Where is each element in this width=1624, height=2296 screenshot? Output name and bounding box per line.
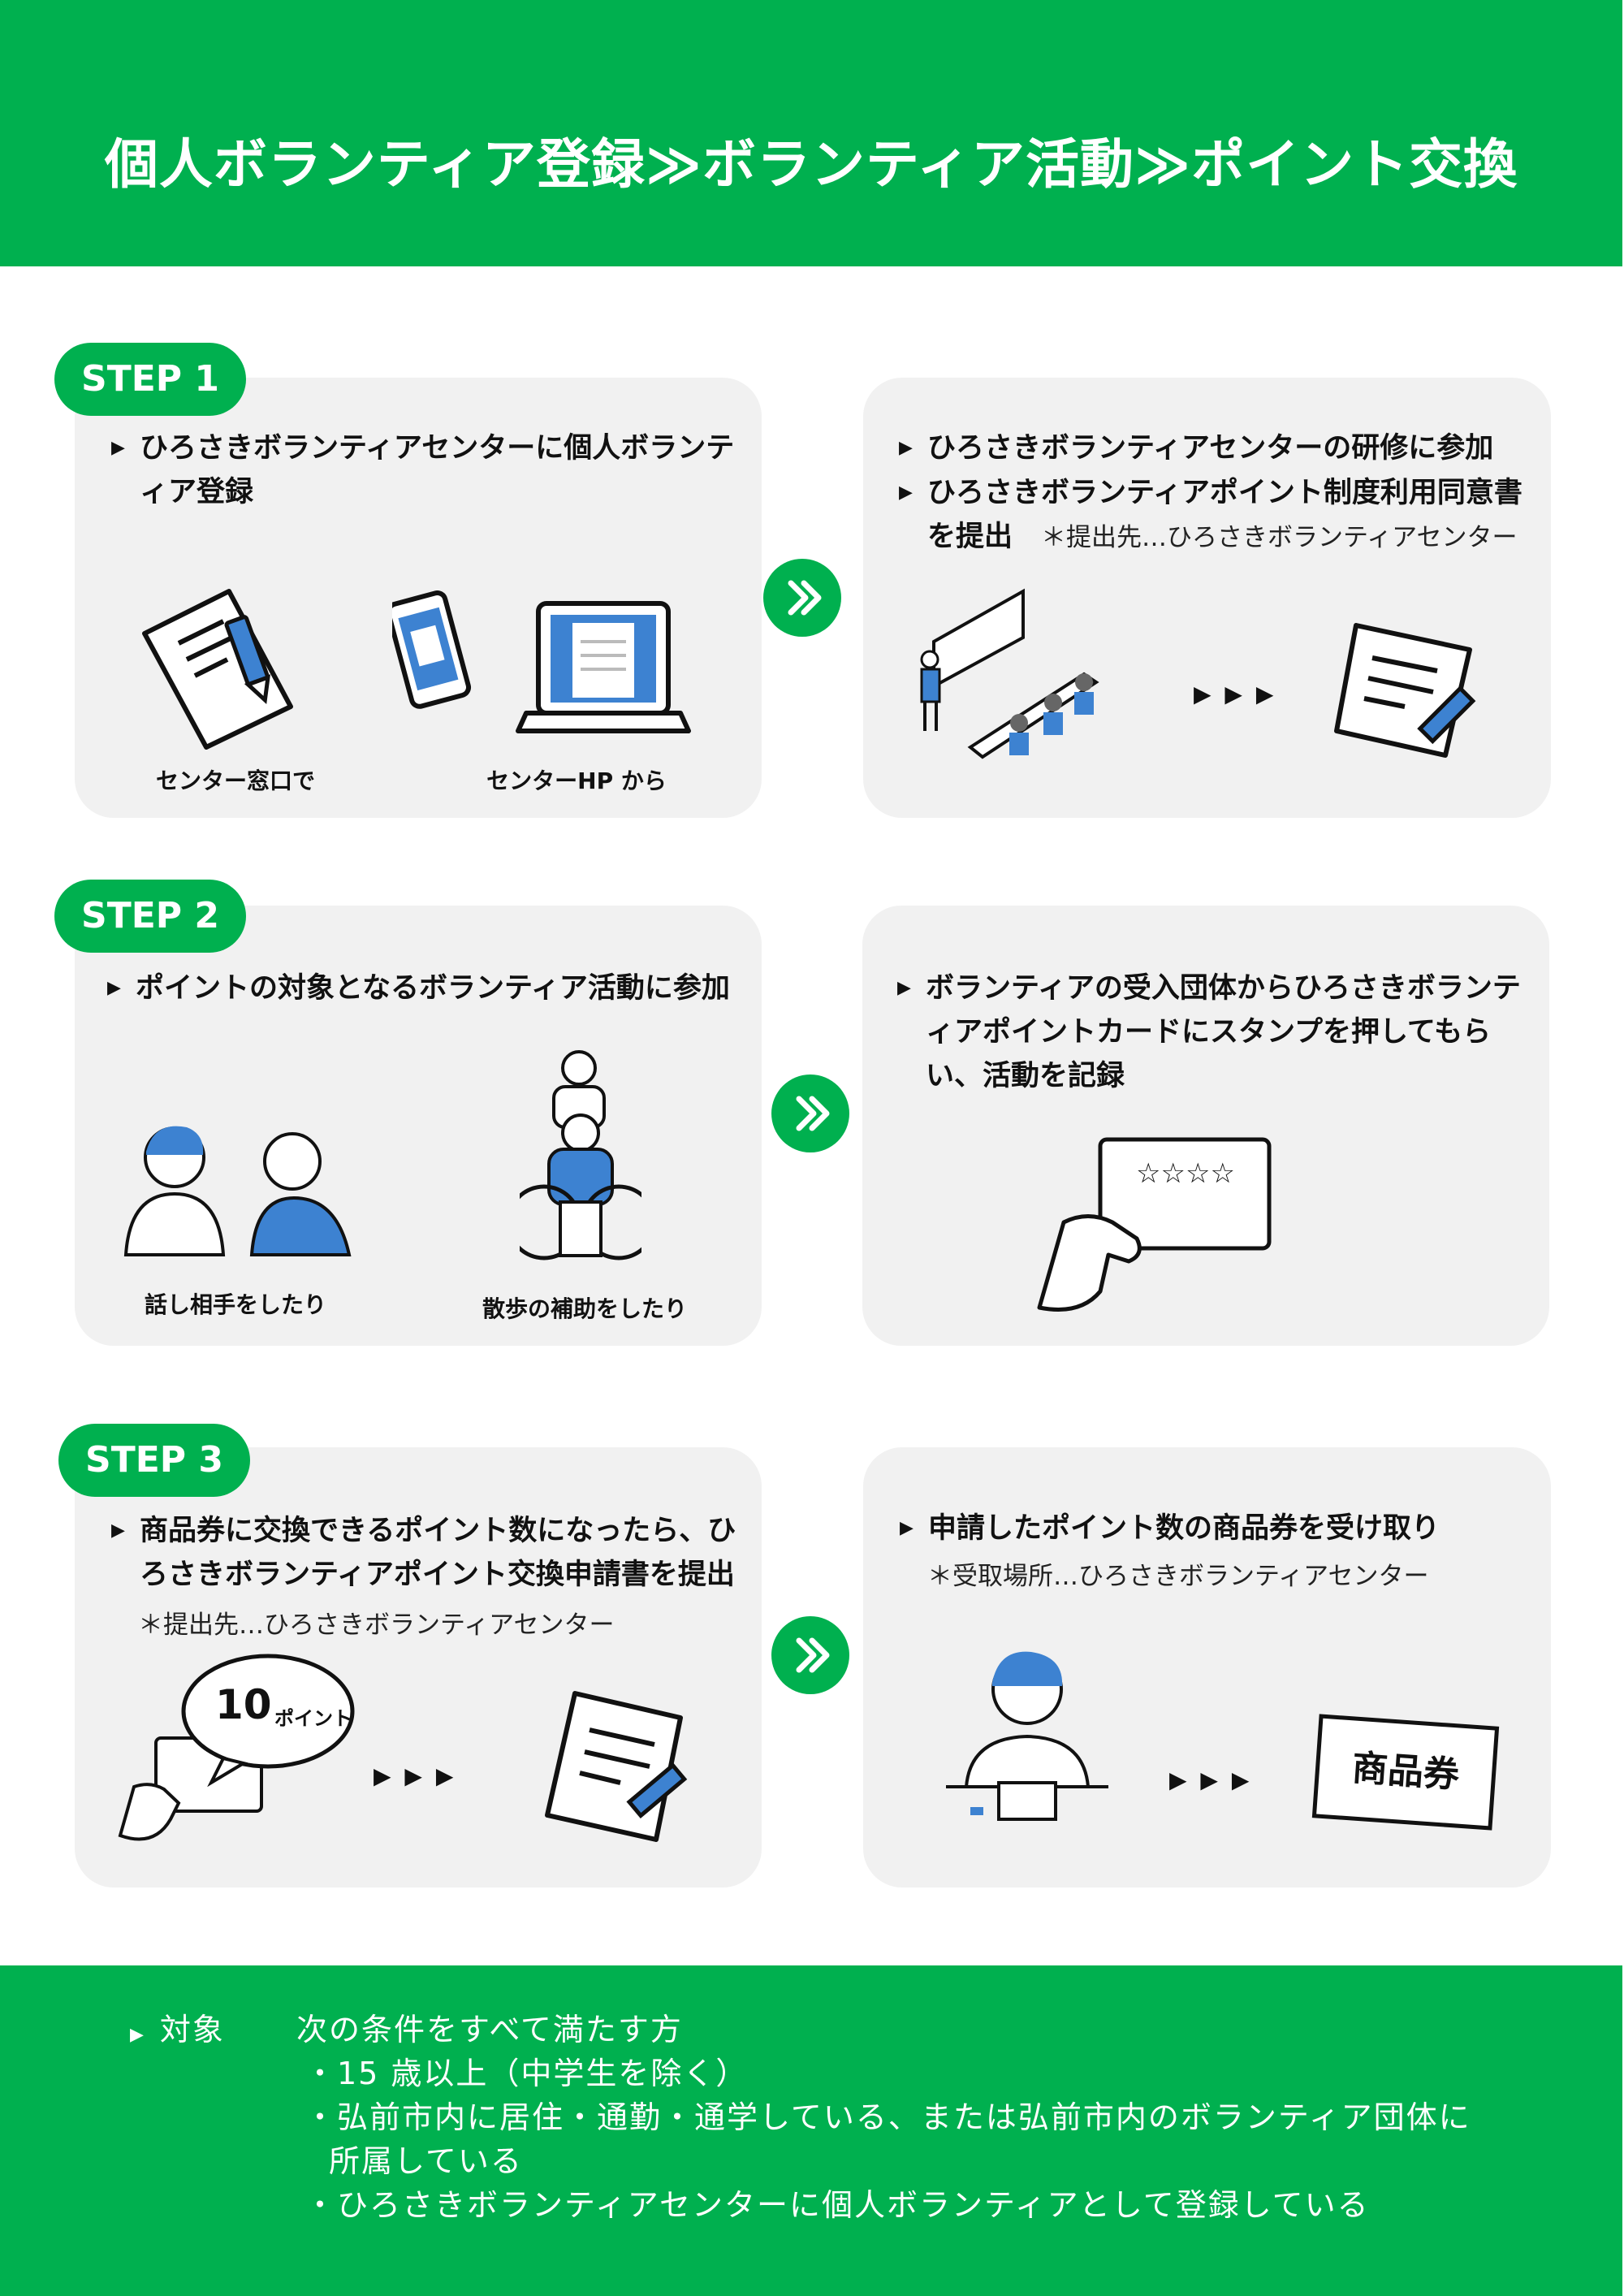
phone-laptop-icon: [392, 590, 691, 733]
document-pen-icon: [1334, 623, 1476, 758]
triangle-bullet-icon: ▶: [130, 2025, 145, 2045]
training-seminar-illustration: [920, 588, 1099, 759]
triangle-bullet-icon: ▶: [897, 978, 911, 998]
step3-left-bullet: ▶ 商品券に交換できるポイント数になったら、ひろさきボランティアポイント交換申請…: [111, 1509, 745, 1597]
triangle-bullet-icon: ▶: [900, 1518, 914, 1538]
stamp-stars: ☆☆☆☆: [1136, 1157, 1235, 1190]
points-bubble-card-illustration: [118, 1654, 355, 1841]
bubble-points-number: 10: [215, 1681, 272, 1728]
step2-right-bullet: ▶ ボランティアの受入団体からひろさきボランティアポイントカードにスタンプを押し…: [897, 966, 1531, 1098]
flow-marker: ▶ ▶ ▶: [1194, 681, 1277, 707]
condition-residence-cont: 所属している: [329, 2143, 523, 2179]
step3-receive-note: ＊受取場所…ひろさきボランティアセンター: [927, 1562, 1429, 1591]
triangle-bullet-icon: ▶: [111, 438, 125, 458]
condition-age: ・15 歳以上（中学生を除く）: [304, 2056, 749, 2091]
step1-badge: STEP 1: [54, 343, 246, 416]
next-step-arrow-icon: [771, 1616, 849, 1694]
step1-caption-hp: センターHP から: [486, 767, 667, 794]
condition-registered: ・ひろさきボランティアセンターに個人ボランティアとして登録している: [304, 2187, 1370, 2223]
next-step-arrow-icon: [771, 1074, 849, 1152]
step1-caption-window: センター窓口で: [155, 767, 315, 794]
document-pen-icon: [545, 1691, 688, 1842]
step2-left-panel: [75, 906, 762, 1346]
step2-caption-talk: 話し相手をしたり: [144, 1291, 326, 1318]
step1-right-bullet-2: ▶ ひろさきボランティアポイント制度利用同意書を提出 ＊提出先…ひろさきボランテ…: [899, 471, 1532, 560]
condition-residence: ・弘前市内に居住・通勤・通学している、または弘前市内のボランティア団体に: [304, 2099, 1471, 2135]
footer-label: ▶対象: [130, 2012, 225, 2047]
triangle-bullet-icon: ▶: [111, 1520, 125, 1541]
step3-right-bullet: ▶ 申請したポイント数の商品券を受け取り: [900, 1507, 1533, 1550]
next-step-arrow-icon: [763, 559, 841, 637]
step2-badge: STEP 2: [54, 880, 246, 953]
flow-marker: ▶ ▶ ▶: [374, 1762, 457, 1789]
point-card-hand-illustration: [1037, 1137, 1272, 1312]
step1-right-bullet-1: ▶ ひろさきボランティアセンターの研修に参加: [899, 426, 1532, 470]
header-banner: 個人ボランティア登録≫ボランティア活動≫ポイント交換: [0, 0, 1622, 266]
step2-left-bullet: ▶ ポイントの対象となるボランティア活動に参加: [107, 966, 732, 1010]
eligibility-footer: ▶対象 次の条件をすべて満たす方 ・15 歳以上（中学生を除く） ・弘前市内に居…: [0, 1965, 1622, 2296]
document-pen-icon: [142, 589, 293, 750]
conversation-illustration: [123, 1126, 352, 1256]
triangle-bullet-icon: ▶: [899, 438, 913, 458]
footer-intro: 次の条件をすべて満たす方: [296, 2012, 683, 2047]
flow-marker: ▶ ▶ ▶: [1169, 1766, 1253, 1793]
page-title: 個人ボランティア登録≫ボランティア活動≫ポイント交換: [104, 133, 1518, 196]
bubble-points-unit: ポイント: [274, 1707, 352, 1730]
step3-badge: STEP 3: [58, 1424, 250, 1497]
person-writing-illustration: [946, 1651, 1108, 1821]
step1-left-bullet: ▶ ひろさきボランティアセンターに個人ボランティア登録: [111, 426, 736, 514]
wheelchair-illustration: [520, 1050, 641, 1260]
triangle-bullet-icon: ▶: [899, 482, 913, 503]
gift-voucher-label: 商品券: [1350, 1747, 1461, 1797]
step2-right-panel: [862, 906, 1549, 1346]
step1-submit-note: ＊提出先…ひろさきボランティアセンター: [1041, 523, 1518, 552]
gift-voucher: 商品券: [1311, 1714, 1500, 1831]
triangle-bullet-icon: ▶: [107, 978, 121, 998]
step3-submit-note: ＊提出先…ひろさきボランティアセンター: [138, 1611, 615, 1640]
step2-caption-walk: 散歩の補助をしたり: [482, 1295, 687, 1322]
